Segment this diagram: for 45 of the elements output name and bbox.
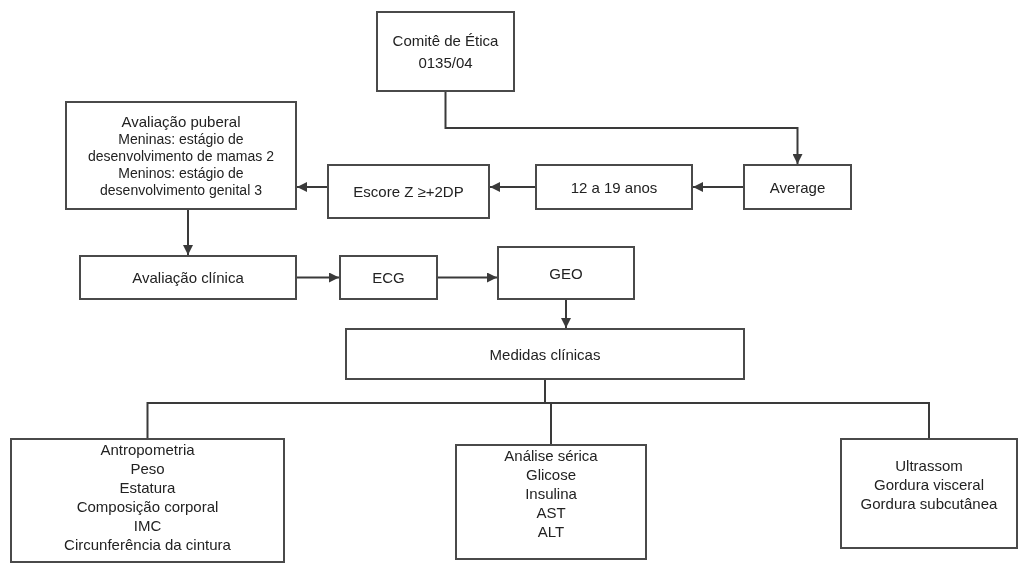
box-text: IMC <box>133 516 162 535</box>
connector-arrow <box>444 91 803 165</box>
box-text: Peso <box>130 459 165 478</box>
process-box <box>79 255 297 300</box>
box-title: Antropometria <box>100 440 195 459</box>
box-text: Estatura <box>119 478 176 497</box>
process-box <box>743 164 852 210</box>
box-text: Meninas: estágio de desenvolvimento de mamas 2 <box>87 131 275 165</box>
process-box <box>10 438 285 563</box>
process-box <box>497 246 635 300</box>
process-box <box>840 438 1018 549</box>
box-title: Avaliação puberal <box>121 112 241 131</box>
box-title: GEO <box>549 263 583 283</box>
box-title: Avaliação clínica <box>132 268 244 287</box>
box-title: ECG <box>372 268 405 287</box>
connector-arrow <box>489 182 536 192</box>
box-text: ALT <box>537 522 565 541</box>
box-text: Composição corporal <box>76 497 219 516</box>
process-box <box>339 255 438 300</box>
process-box <box>535 164 693 210</box>
box-title: Medidas clínicas <box>489 344 601 364</box>
box-title: Average <box>769 177 826 197</box>
process-box <box>65 101 297 210</box>
connector-arrow <box>561 299 571 329</box>
connector-arrow <box>692 182 744 192</box>
box-title: 12 a 19 anos <box>570 177 658 197</box>
box-title: Comitê de Ética 0135/04 <box>391 30 500 73</box>
connector-arrow <box>296 182 328 192</box>
box-text: Circunferência da cintura <box>64 535 231 554</box>
connector-arrow <box>296 272 340 283</box>
process-box <box>327 164 490 219</box>
process-box <box>455 444 647 560</box>
box-title: Escore Z ≥+2DP <box>353 182 464 201</box>
box-text: AST <box>536 503 566 522</box>
box-text: Gordura subcutânea <box>860 494 998 513</box>
box-text: Insulina <box>525 484 577 503</box>
process-box <box>345 328 745 380</box>
box-text: Gordura visceral <box>873 475 984 494</box>
connector-arrow <box>437 272 498 283</box>
box-title: Análise sérica <box>504 446 598 465</box>
box-title: Ultrassom <box>895 456 963 475</box>
box-text: Glicose <box>526 465 576 484</box>
box-text: Meninos: estágio de desenvolvimento genital 3 <box>99 165 263 199</box>
process-box <box>376 11 515 92</box>
connector-arrow <box>183 209 193 256</box>
